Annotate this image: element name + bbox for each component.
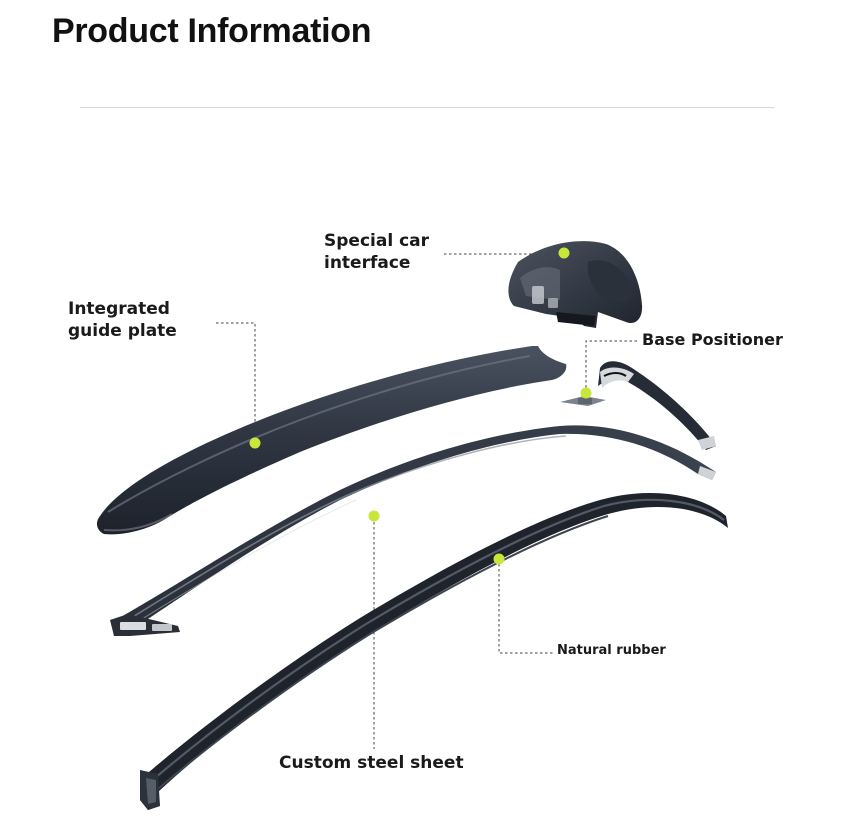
label-integrated-guide-plate: Integrated guide plate bbox=[68, 298, 177, 342]
integrated-guide-plate-part bbox=[96, 346, 567, 535]
label-base-positioner: Base Positioner bbox=[642, 330, 783, 349]
page-title: Product Information bbox=[52, 12, 372, 50]
marker-dots bbox=[249, 247, 592, 565]
title-divider bbox=[80, 107, 774, 108]
custom-steel-sheet-part bbox=[110, 425, 716, 636]
marker-base-positioner bbox=[580, 387, 592, 399]
marker-special-interface bbox=[558, 247, 570, 259]
marker-custom-steel bbox=[368, 510, 380, 522]
leader-guide-plate bbox=[216, 322, 256, 442]
marker-guide-plate bbox=[249, 437, 261, 449]
label-special-line1: Special car bbox=[324, 231, 429, 251]
natural-rubber-part bbox=[140, 493, 728, 810]
label-custom-steel-sheet: Custom steel sheet bbox=[279, 753, 464, 773]
leader-base-positioner bbox=[585, 340, 637, 392]
label-special-car-interface: Special car interface bbox=[324, 230, 429, 274]
special-car-interface-part bbox=[508, 241, 643, 328]
base-positioner-part bbox=[560, 361, 716, 450]
label-natural-rubber: Natural rubber bbox=[557, 643, 666, 658]
label-special-line2: interface bbox=[324, 253, 411, 274]
label-guide-line2: guide plate bbox=[68, 321, 177, 342]
marker-natural-rubber bbox=[493, 553, 505, 565]
label-guide-line1: Integrated bbox=[68, 299, 170, 319]
leader-natural-rubber bbox=[498, 559, 553, 654]
